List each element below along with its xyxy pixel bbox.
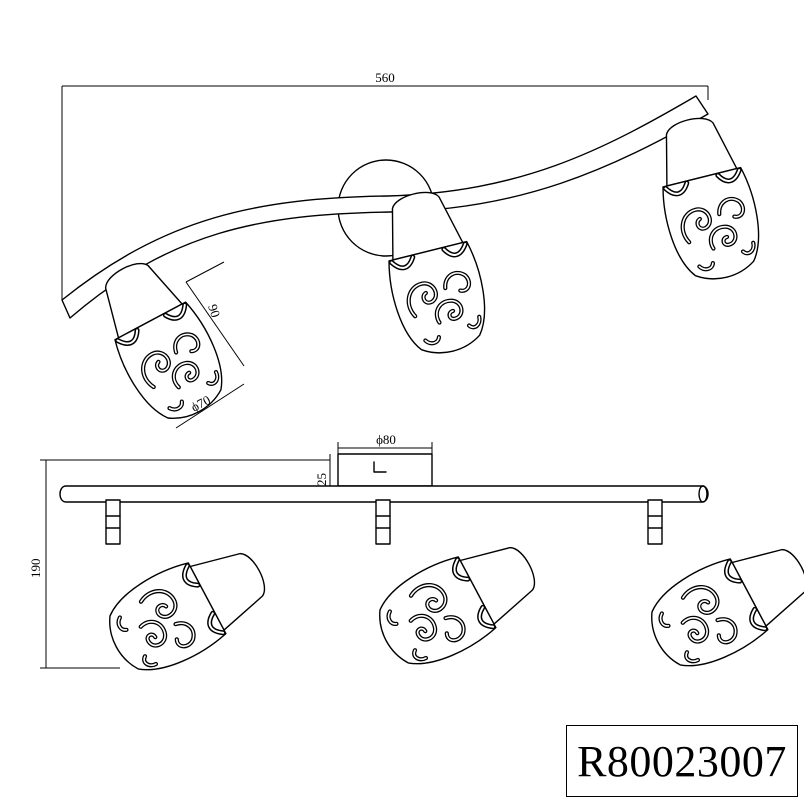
spot-side-right bbox=[637, 499, 804, 682]
spot-side-left bbox=[95, 499, 277, 686]
canopy-block bbox=[337, 453, 433, 487]
dim-total-width: 560 bbox=[375, 70, 395, 85]
model-number-box: R80023007 bbox=[566, 725, 798, 797]
spot-side-middle bbox=[365, 499, 547, 680]
curved-bar bbox=[61, 95, 709, 319]
dim-total-height: 190 bbox=[28, 559, 43, 579]
dim-shade-height: 90 bbox=[205, 302, 223, 319]
dim-canopy-diameter: ϕ80 bbox=[376, 432, 396, 447]
dim-canopy-height: 25 bbox=[314, 473, 329, 486]
model-number: R80023007 bbox=[577, 736, 787, 786]
